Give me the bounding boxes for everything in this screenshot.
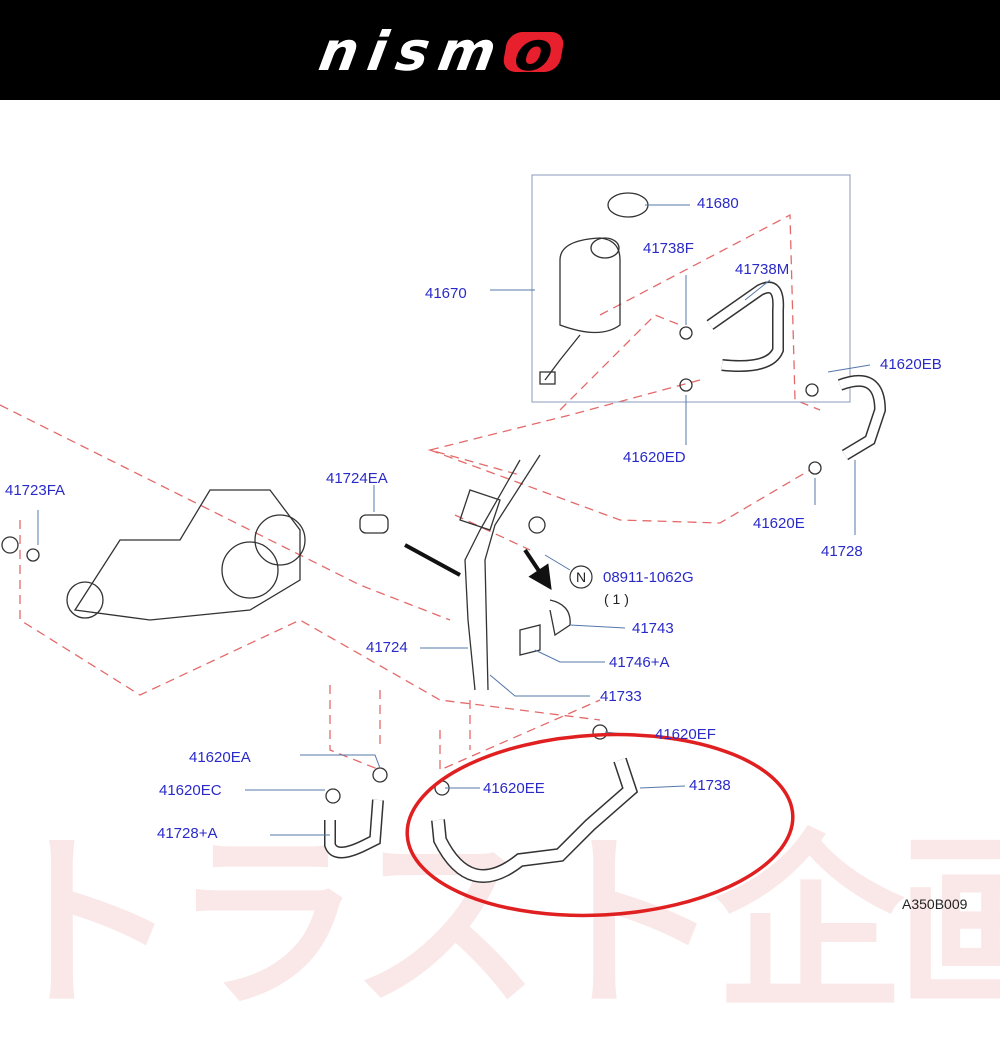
washer-41723fa bbox=[26, 548, 40, 562]
tube-bracket bbox=[459, 489, 501, 531]
grommet-41724ea bbox=[359, 514, 389, 534]
label-41620ea: 41620EA bbox=[189, 749, 251, 766]
valve-port bbox=[66, 581, 104, 619]
clamp-41738f bbox=[679, 326, 693, 340]
quantity: ( 1 ) bbox=[604, 591, 629, 607]
label-41746a: 41746+A bbox=[609, 654, 670, 671]
banjo-fitting bbox=[1, 536, 19, 554]
hose-41728a-fill bbox=[325, 799, 383, 857]
nut-08911-1062g bbox=[528, 516, 546, 534]
direction-arrows bbox=[404, 543, 545, 580]
reservoir-wire bbox=[544, 334, 581, 381]
clamp-41620ea bbox=[372, 767, 388, 783]
label-41738f: 41738F bbox=[643, 240, 694, 257]
reservoir-group-box bbox=[531, 174, 851, 403]
parts-diagram bbox=[0, 174, 887, 918]
highlight-circle bbox=[405, 732, 795, 918]
label-41723fa: 41723FA bbox=[5, 482, 66, 499]
label-41620ef: 41620EF bbox=[655, 726, 716, 743]
n-mark-circle bbox=[569, 565, 593, 589]
label-41724ea: 41724EA bbox=[326, 470, 388, 487]
dashed-guide-lines bbox=[0, 213, 821, 771]
label-41728: 41728 bbox=[821, 543, 863, 560]
nismo-logo: nismo bbox=[315, 20, 567, 83]
clamp-41620ed bbox=[679, 378, 693, 392]
clamp-41620eb bbox=[805, 383, 819, 397]
hose-41728-fill bbox=[838, 376, 885, 459]
label-08911-1062g: 08911-1062G bbox=[603, 569, 694, 586]
clamp-41743 bbox=[549, 599, 571, 637]
reservoir-cap bbox=[607, 192, 649, 218]
label-41620ed: 41620ED bbox=[623, 449, 686, 466]
reservoir-connector bbox=[539, 371, 556, 385]
label-41620e: 41620E bbox=[753, 515, 805, 532]
tube-41724 bbox=[464, 454, 541, 691]
brand-header: nismo bbox=[0, 0, 1000, 100]
logo-text: nism bbox=[314, 20, 512, 83]
hose-41738-fill bbox=[432, 758, 637, 882]
diagram-code: A350B009 bbox=[902, 896, 968, 912]
valve-cylinder bbox=[254, 514, 306, 566]
reservoir-neck bbox=[590, 237, 620, 259]
watermark: トラスト企画 bbox=[0, 814, 1000, 1035]
label-41743: 41743 bbox=[632, 620, 674, 637]
label-41670: 41670 bbox=[425, 285, 467, 302]
valve-assembly bbox=[73, 489, 301, 621]
label-41620ec: 41620EC bbox=[159, 782, 222, 799]
hose-41738m-fill bbox=[707, 283, 783, 371]
logo-accent: o bbox=[501, 20, 567, 83]
label-41733: 41733 bbox=[600, 688, 642, 705]
clamp-41620e bbox=[808, 461, 822, 475]
label-41680: 41680 bbox=[697, 195, 739, 212]
clamp-41620ec bbox=[325, 788, 341, 804]
label-41620eb: 41620EB bbox=[880, 356, 942, 373]
n-mark: N bbox=[576, 569, 587, 585]
label-41620ee: 41620EE bbox=[483, 780, 545, 797]
label-41728a: 41728+A bbox=[157, 825, 218, 842]
leader-lines bbox=[37, 204, 871, 836]
label-41738: 41738 bbox=[689, 777, 731, 794]
parts-drawings bbox=[1, 192, 887, 883]
clamp-41620ef bbox=[592, 724, 608, 740]
valve-cylinder bbox=[221, 541, 279, 599]
mount-41746a bbox=[519, 624, 541, 656]
reservoir bbox=[559, 237, 621, 334]
label-41738m: 41738M bbox=[735, 261, 790, 278]
label-41724: 41724 bbox=[366, 639, 408, 656]
